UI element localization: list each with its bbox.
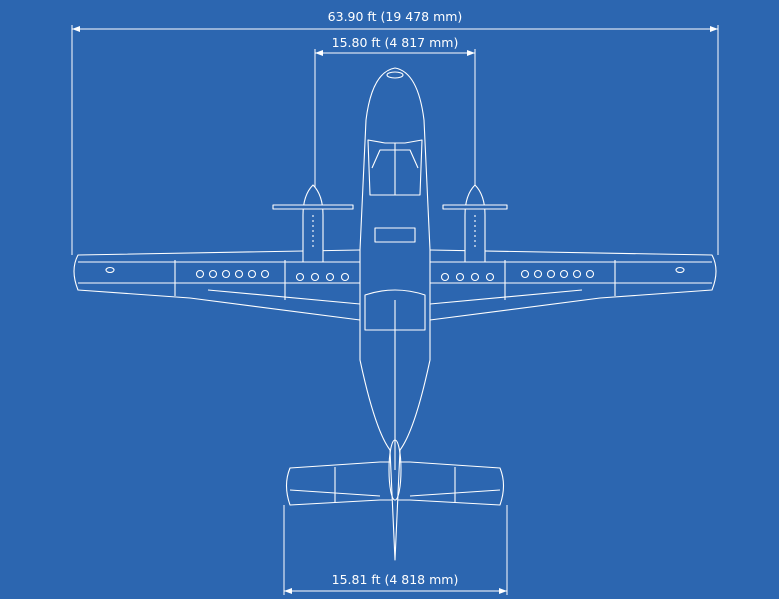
- propeller-span-label: 15.80 ft (4 817 mm): [331, 35, 459, 50]
- propeller-dimension-line: [314, 49, 476, 200]
- wingspan-label: 63.90 ft (19 478 mm): [327, 9, 463, 24]
- wing-tank-caps: [105, 266, 685, 282]
- tailplane-dimension-line: [283, 505, 508, 595]
- tailplane-span-label: 15.81 ft (4 818 mm): [331, 572, 459, 587]
- wingspan-dimension-line: [71, 25, 719, 255]
- right-engine: [442, 184, 508, 263]
- left-engine: [272, 184, 354, 263]
- aircraft: [73, 67, 717, 561]
